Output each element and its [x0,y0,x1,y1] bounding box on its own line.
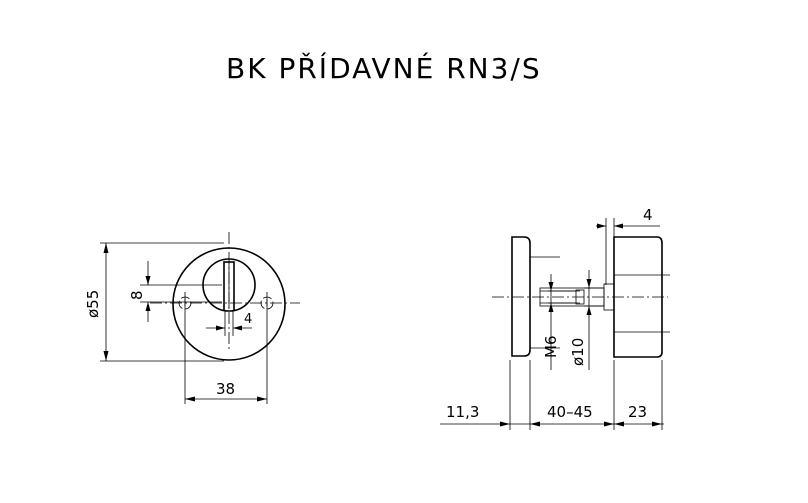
drawing-title: BK PŘÍDAVNÉ RN3/S [226,51,542,85]
rose-depth-label: 23 [628,403,647,421]
slot-height-label: 8 [128,290,146,300]
side-view: 4 M6 ø10 11,3 40–45 23 [440,206,670,430]
slot-width-label: 4 [244,312,252,327]
inner-rose-profile [613,236,663,358]
hole-spacing-label: 38 [216,380,235,398]
thread-label: M6 [542,336,560,359]
door-range-label: 40–45 [547,403,593,421]
plate-thickness-label: 4 [643,206,653,224]
diameter-label: ø55 [84,290,102,318]
offset-label: 11,3 [446,403,479,421]
pin-diameter-label: ø10 [569,338,587,366]
outer-rose-profile [511,236,531,357]
front-view: ø55 8 4 38 [84,232,300,404]
